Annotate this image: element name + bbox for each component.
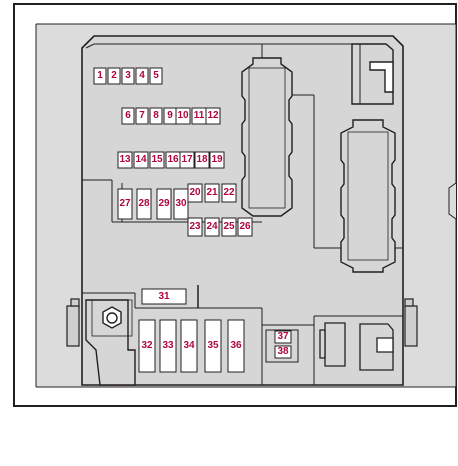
fuse-24-slot [204,217,220,237]
fuse-27-label: 27 [119,198,131,209]
relay-socket-center [241,57,293,217]
fuse-4-label: 4 [139,70,145,81]
relay-top-right [351,43,394,105]
fuse-26-label: 26 [239,221,251,232]
fuse-20-label: 20 [189,187,201,198]
fuse-21-label: 21 [206,187,218,198]
fuse-19-label: 19 [211,154,223,165]
fuse-35-slot [204,319,222,373]
fuse-14-slot [133,151,149,169]
fuse-17-label: 17 [181,154,193,165]
fuse-13-slot [117,151,133,169]
fuse-37-label: 37 [277,331,289,342]
fuse-31-label: 31 [158,290,170,302]
fuse-1-label: 1 [97,70,103,81]
bottom-right-connectors [265,322,394,371]
fuse-33-label: 33 [162,340,174,351]
fuse-27-slot [117,188,133,220]
fuse-5-slot [149,67,163,85]
fuse-38-label: 38 [277,346,289,357]
fuse-36-label: 36 [230,340,242,351]
fuse-18-slot [194,151,210,169]
fuse-11-label: 11 [193,110,205,121]
fuse-slots [93,67,292,373]
fuse-18-label: 18 [196,154,208,165]
fuse-37-slot [274,330,292,344]
relay-socket-right [340,119,396,273]
fuse-7-slot [135,107,149,125]
bolt-terminal [85,299,136,386]
fuse-14-label: 14 [135,154,147,165]
fuse-6-slot [121,107,135,125]
fuse-24-label: 24 [206,221,218,232]
fuse-23-slot [187,217,203,237]
fuse-22-label: 22 [223,187,235,198]
fuse-34-label: 34 [183,340,195,351]
fuse-34-slot [180,319,198,373]
fuse-30-label: 30 [175,198,187,209]
fuse-8-slot [149,107,163,125]
fuse-10-slot [175,107,191,125]
fuse-29-slot [156,188,172,220]
fuse-7-label: 7 [139,110,145,121]
fuse-4-slot [135,67,149,85]
fuse-13-label: 13 [119,154,131,165]
fuse-9-label: 9 [167,110,173,121]
fuse-15-label: 15 [151,154,163,165]
fuse-3-slot [121,67,135,85]
mounting-clips [66,298,418,347]
fuse-28-slot [136,188,152,220]
fuse-31-slot [141,288,187,305]
fuse-12-slot [205,107,221,125]
fuse-25-slot [221,217,237,237]
fuse-17-slot [179,151,195,169]
fuse-8-label: 8 [153,110,159,121]
fuse-23-label: 23 [189,221,201,232]
fuse-28-label: 28 [138,198,150,209]
fuse-32-slot [138,319,156,373]
fuse-19-slot [209,151,225,169]
fuse-36-slot [227,319,245,373]
fuse-22-slot [221,183,237,203]
fuse-2-slot [107,67,121,85]
fuse-1-slot [93,67,107,85]
fuse-3-label: 3 [125,70,131,81]
fuse-16-label: 16 [167,154,179,165]
fuse-2-label: 2 [111,70,117,81]
fuse-38-slot [274,345,292,359]
fuse-33-slot [159,319,177,373]
fuse-21-slot [204,183,220,203]
fuse-5-label: 5 [153,70,159,81]
fuse-30-slot [173,188,189,220]
fuse-26-slot [237,217,253,237]
fuse-10-label: 10 [177,110,189,121]
fuse-29-label: 29 [158,198,170,209]
fuse-25-label: 25 [223,221,235,232]
fuse-15-slot [149,151,165,169]
fuse-12-label: 12 [207,110,219,121]
fuse-6-label: 6 [125,110,131,121]
fuse-32-label: 32 [141,340,153,351]
fuse-35-label: 35 [207,340,219,351]
